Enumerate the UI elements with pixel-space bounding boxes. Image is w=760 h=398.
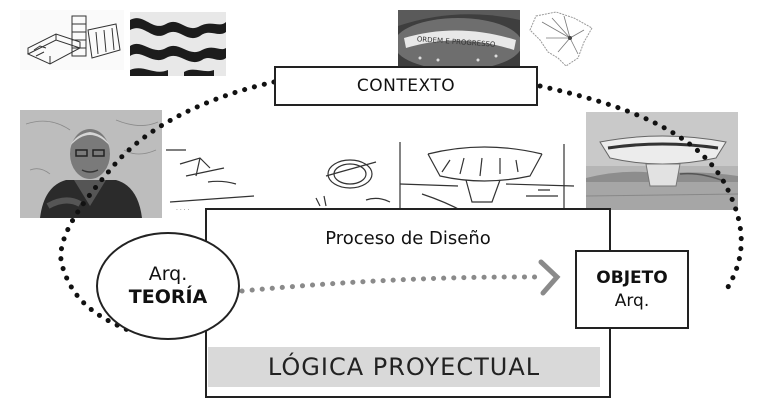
brazil-flag-image: ORDEM E PROGRESSO [398,10,520,70]
object-line1: OBJETO [596,267,668,288]
brazil-map-image [522,8,602,70]
context-box: CONTEXTO [274,66,538,106]
design-process-label: Proceso de Diseño [325,228,491,249]
process-arrow [239,259,561,296]
architect-portrait-image [20,110,162,218]
object-line2: Arq. [614,290,650,311]
building-sketch-image [20,10,124,70]
svg-text:· · · ·: · · · · [176,207,189,214]
logic-bar: LÓGICA PROYECTUAL [208,347,600,387]
object-box: OBJETO Arq. [575,250,689,329]
context-loop-dotted-line [58,79,744,333]
theory-circle: Arq. TEORÍA [96,232,240,340]
theory-line2: TEORÍA [128,286,208,308]
arrow-head-icon [538,259,561,296]
museum-photo-image [586,112,738,210]
design-sketches-image: · · · · · · · · · [166,140,574,216]
context-label: CONTEXTO [356,76,456,96]
logic-label: LÓGICA PROYECTUAL [267,353,541,381]
theory-line1: Arq. [148,263,188,285]
wave-pavement-image [130,12,226,76]
